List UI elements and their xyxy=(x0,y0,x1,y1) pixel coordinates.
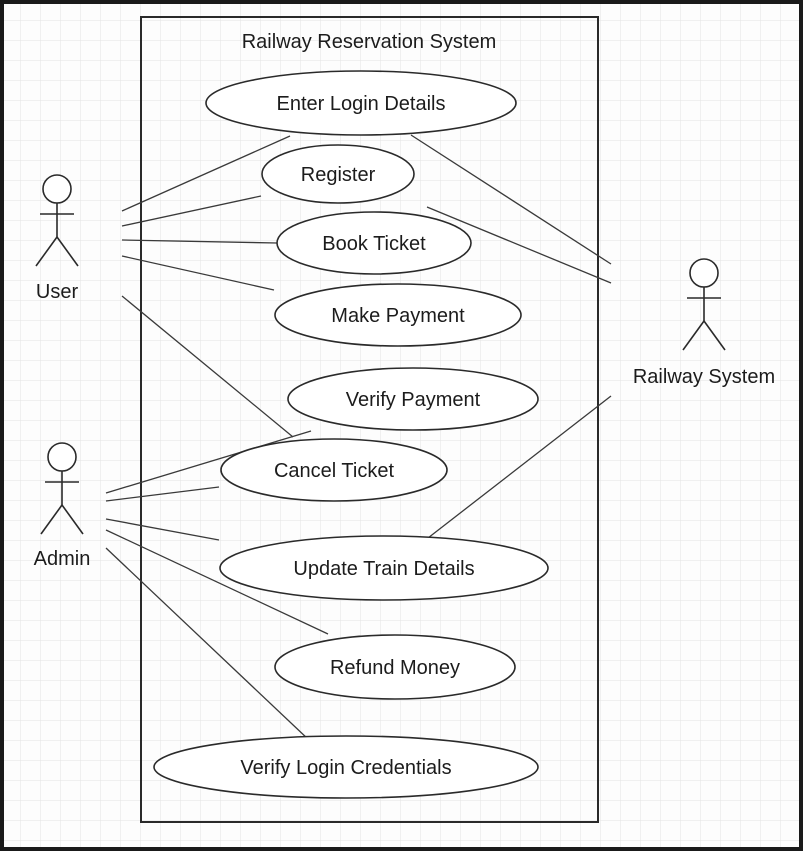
use-cases xyxy=(153,70,549,799)
use-case-label-update-train: Update Train Details xyxy=(293,558,474,580)
system-title: Railway Reservation System xyxy=(242,31,497,53)
use-case-label-register: Register xyxy=(301,164,376,186)
assoc-user-register xyxy=(121,195,262,227)
actor-admin[interactable] xyxy=(40,442,84,535)
use-case-verify-login-credentials[interactable] xyxy=(153,735,539,799)
use-case-cancel-ticket[interactable] xyxy=(220,438,448,502)
use-case-labels: Enter Login Details Register Book Ticket… xyxy=(240,93,480,779)
assoc-railway-update-train xyxy=(427,395,612,539)
actor-railway-leg-right xyxy=(703,320,726,351)
use-case-label-make-payment: Make Payment xyxy=(331,305,465,327)
system-boundary xyxy=(140,16,599,823)
assoc-admin-update-train xyxy=(105,518,220,541)
use-case-label-verify-login: Verify Login Credentials xyxy=(240,757,451,779)
actor-user-label: User xyxy=(36,281,79,303)
actor-user[interactable] xyxy=(35,174,79,267)
use-case-refund-money[interactable] xyxy=(274,634,516,700)
assoc-admin-verify-login xyxy=(105,547,310,741)
assoc-railway-enter-login xyxy=(410,134,612,265)
assoc-user-book-ticket xyxy=(121,239,278,244)
assoc-admin-refund-money xyxy=(105,529,329,635)
use-case-label-enter-login: Enter Login Details xyxy=(277,93,446,115)
assoc-user-enter-login xyxy=(121,135,291,212)
actor-admin-leg-left xyxy=(40,504,63,535)
actor-user-head-icon xyxy=(42,174,72,204)
actor-railway-leg-left xyxy=(682,320,705,351)
use-case-verify-payment[interactable] xyxy=(287,367,539,431)
actor-admin-label: Admin xyxy=(34,548,91,570)
use-case-update-train-details[interactable] xyxy=(219,535,549,601)
assoc-admin-cancel-ticket xyxy=(105,486,220,502)
actor-admin-head-icon xyxy=(47,442,77,472)
assoc-user-cancel-ticket xyxy=(121,295,294,438)
use-case-label-book-ticket: Book Ticket xyxy=(322,233,426,255)
use-case-make-payment[interactable] xyxy=(274,283,522,347)
actor-railway-head-icon xyxy=(689,258,719,288)
assoc-user-make-payment xyxy=(121,255,275,291)
actor-railway-system[interactable] xyxy=(682,258,726,351)
actor-user-leg-right xyxy=(56,236,79,267)
assoc-admin-verify-payment xyxy=(105,430,312,494)
use-case-register[interactable] xyxy=(261,144,415,204)
use-case-label-verify-payment: Verify Payment xyxy=(346,389,481,411)
use-case-book-ticket[interactable] xyxy=(276,211,472,275)
associations xyxy=(105,134,612,741)
actor-admin-leg-right xyxy=(61,504,84,535)
actor-railway-system-label: Railway System xyxy=(633,366,775,388)
use-case-enter-login-details[interactable] xyxy=(205,70,517,136)
use-case-label-cancel-ticket: Cancel Ticket xyxy=(274,460,394,482)
assoc-railway-register xyxy=(426,206,612,284)
actor-user-leg-left xyxy=(35,236,58,267)
use-case-label-refund-money: Refund Money xyxy=(330,657,460,679)
